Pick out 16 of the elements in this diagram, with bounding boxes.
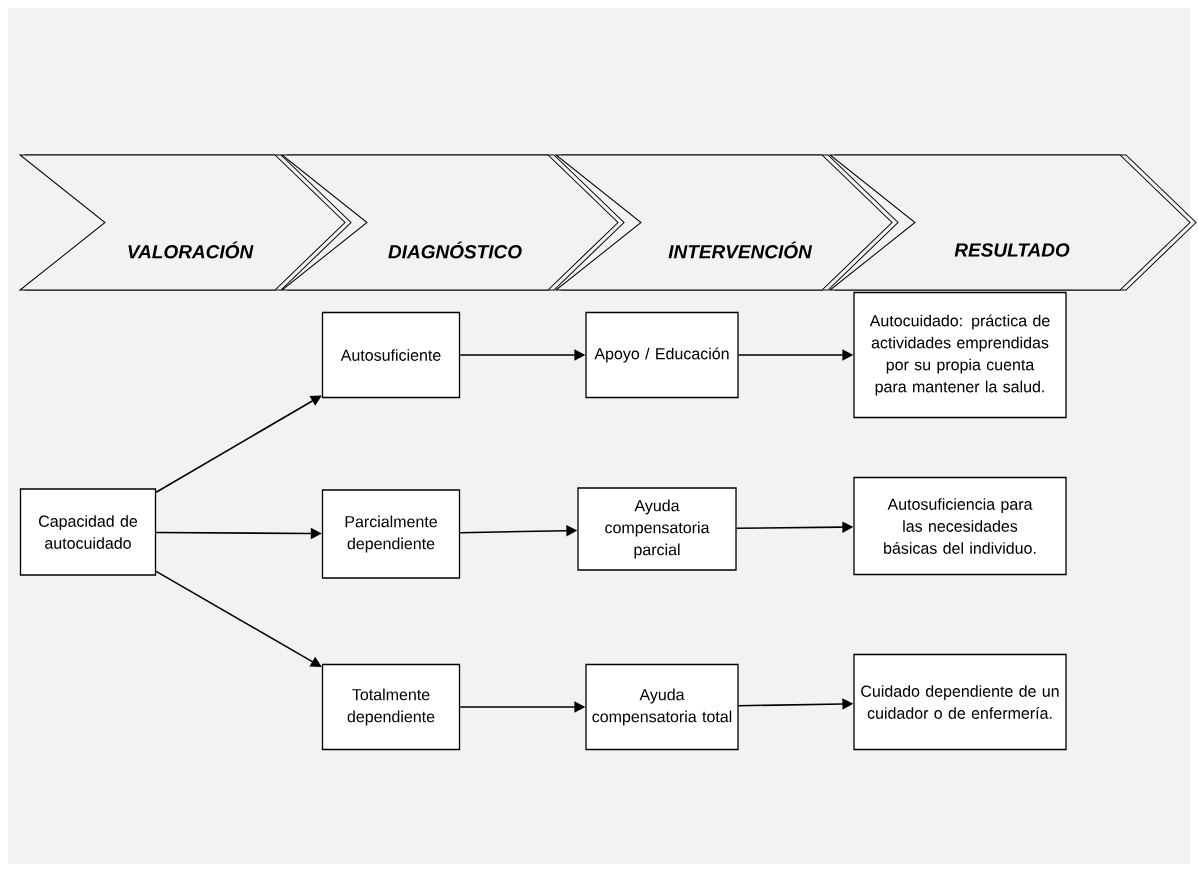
node-label: RESULTADO	[954, 243, 1070, 257]
process-box: Apoyo / Educación	[585, 311, 739, 399]
process-box: Totalmente dependiente	[321, 663, 461, 751]
stage-banner: DIAGNÓSTICO	[281, 154, 625, 291]
process-box: Autosuficiente	[321, 311, 461, 399]
process-box: Parcialmente dependiente	[321, 489, 461, 579]
process-box: Ayuda compensatoria parcial	[577, 487, 737, 571]
arrow	[155, 570, 322, 668]
process-box: Ayuda compensatoria total	[585, 663, 739, 751]
process-box: Autocuidado: práctica de actividades emprendidas por su propia cuenta para mantener la salud.	[853, 291, 1067, 419]
stage-banner: RESULTADO	[829, 154, 1197, 291]
arrow	[155, 395, 322, 494]
process-box: Capacidad de autocuidado	[19, 488, 157, 576]
process-box: Cuidado dependiente de un cuidador o de enfermería.	[853, 653, 1067, 751]
process-box: Autosuficiencia para las necesidades básicas del individuo.	[853, 476, 1067, 576]
stage-banner: INTERVENCIÓN	[555, 154, 899, 291]
